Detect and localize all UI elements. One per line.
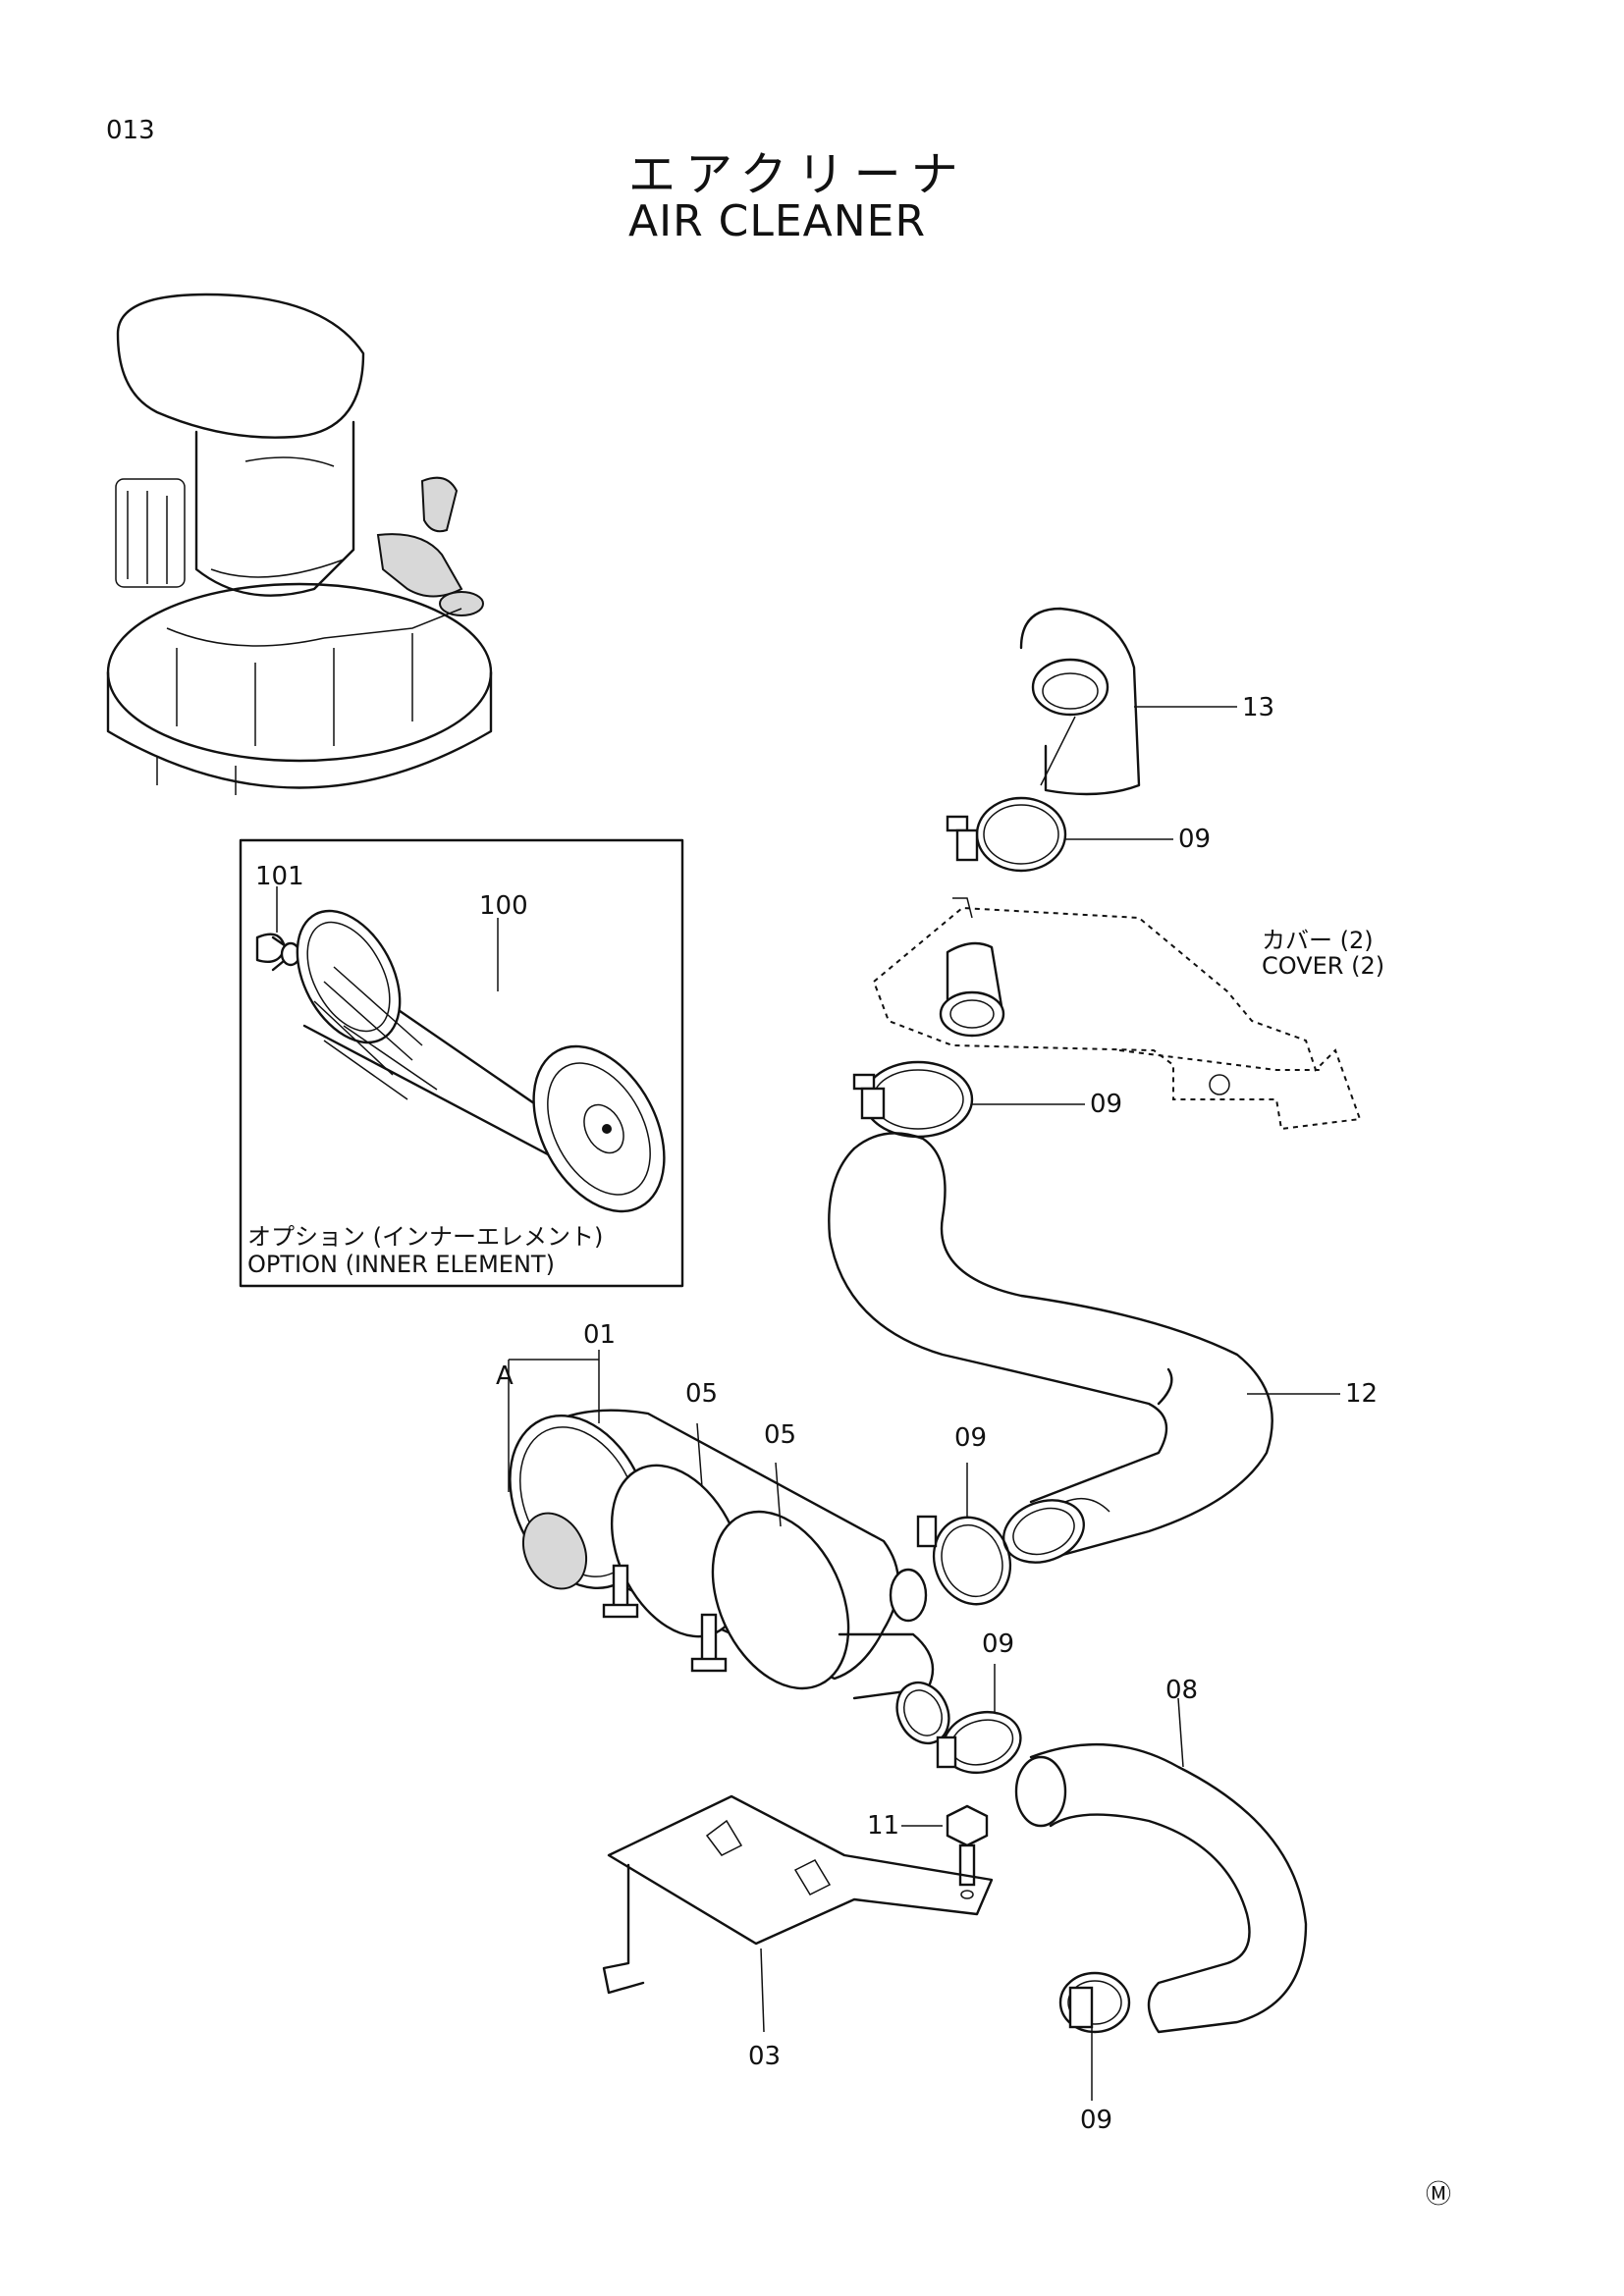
hose-clamp-elbow [936,1664,1022,1774]
hose-12 [828,1132,1340,1564]
hose-clamp-bottom [1058,1971,1131,2101]
cover-label-japanese: カバー (2) [1262,927,1374,954]
hose-08 [1014,1697,1308,2034]
callout-11: 11 [867,1811,900,1841]
hose-clamp-top [946,796,1173,873]
option-inner-element-box [239,838,684,1288]
machine-overview-sketch [106,293,493,795]
mounting-bracket-03 [602,1794,994,2033]
hose-13 [1019,607,1237,796]
callout-09-bottom: 09 [1080,2106,1113,2135]
callout-09-elbow: 09 [982,1629,1015,1659]
air-cleaner-body [508,1350,950,1745]
option-caption: OPTION (INNER ELEMENT) [247,1251,555,1278]
hose-clamp-outlet [916,1463,1012,1606]
hose-clamp-cover [852,1060,1085,1139]
callout-09-cover: 09 [1090,1090,1123,1119]
callout-08: 08 [1165,1676,1199,1705]
page-title: AIR CLEANER [628,196,927,246]
callout-13: 13 [1242,693,1275,722]
callout-A: A [496,1362,514,1391]
cover-label: COVER (2) [1262,952,1385,980]
option-caption-japanese: オプション (インナーエレメント) [247,1223,604,1251]
bolt-11 [901,1804,989,1887]
callout-05-left: 05 [685,1379,719,1409]
page-title-japanese: エアクリーナ [628,147,968,202]
callout-101: 101 [255,862,304,891]
cover-bracket [872,897,1362,1131]
manufacturer-mark: Ⓜ [1426,2180,1452,2210]
callout-100: 100 [479,891,528,921]
callout-12: 12 [1345,1379,1379,1409]
page-code: 013 [106,116,155,145]
callout-09-top: 09 [1178,825,1212,854]
callout-03: 03 [748,2042,782,2071]
callout-09-outlet: 09 [954,1423,988,1453]
callout-01: 01 [583,1320,617,1350]
callout-05-right: 05 [764,1420,797,1450]
